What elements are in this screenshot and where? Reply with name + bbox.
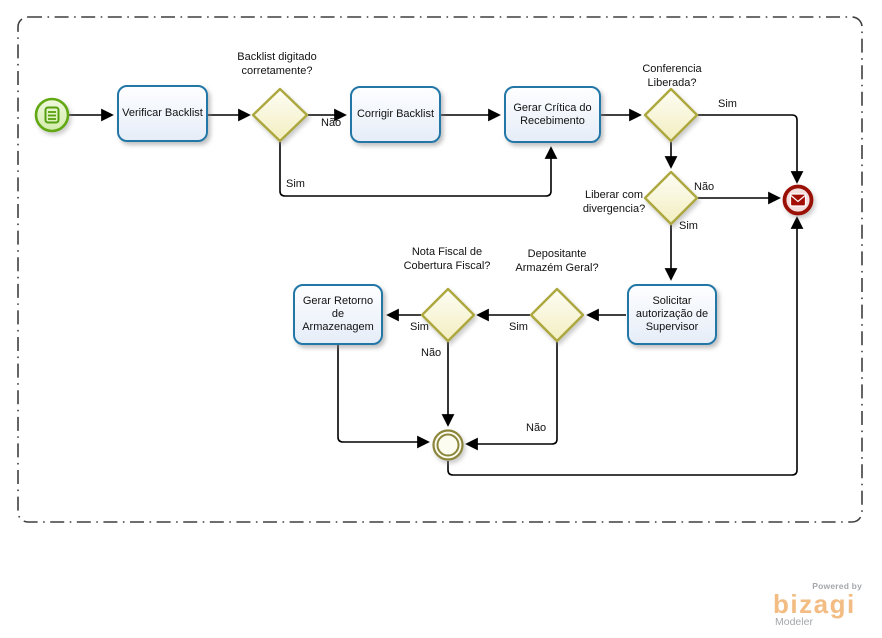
gateway-conferencia-liberada[interactable]	[643, 87, 699, 143]
flow-label-liberar-sim: Sim	[679, 220, 698, 232]
flow-label-depositante-nao: Não	[526, 422, 547, 434]
flow-label-nota-sim: Sim	[410, 321, 429, 333]
flow-label-backlist-nao: Não	[321, 117, 342, 129]
task-corrigir-backlist[interactable]: Corrigir Backlist	[350, 86, 441, 143]
gateway-depositante-armazem[interactable]	[529, 287, 585, 343]
start-event[interactable]	[34, 97, 70, 133]
flow-label-depositante-sim: Sim	[509, 321, 528, 333]
gateway-nota-fiscal[interactable]	[420, 287, 476, 343]
flow-depositante-nao-to-intermediate[interactable]	[465, 342, 558, 451]
task-label: Solicitar autorização de Supervisor	[635, 295, 709, 333]
bizagi-watermark: Powered by bizagi Modeler	[773, 581, 869, 628]
powered-by-text: Powered by	[812, 581, 862, 591]
flow-gerar-retorno-to-intermediate[interactable]	[337, 345, 430, 449]
intermediate-inner-ring	[436, 433, 460, 457]
flow-label-liberar-nao: Não	[694, 181, 715, 193]
gateway-liberar-divergencia[interactable]	[643, 170, 699, 226]
task-label: Corrigir Backlist	[356, 108, 434, 120]
task-gerar-retorno[interactable]: Gerar Retorno de Armazenagem	[293, 284, 383, 345]
gateway-label-depositante-armazem: Depositante Armazém Geral?	[515, 248, 599, 274]
gateway-label-liberar-divergencia: Liberar com divergencia?	[582, 189, 646, 215]
flow-backlist-sim-to-gerar-critica[interactable]	[279, 142, 558, 197]
task-solicitar-autorizacao[interactable]: Solicitar autorização de Supervisor	[627, 284, 717, 345]
pool-border	[17, 16, 863, 523]
gateway-label-conferencia-liberada: Conferencia Liberada?	[642, 63, 702, 89]
document-icon	[44, 106, 60, 124]
task-gerar-critica[interactable]: Gerar Crítica do Recebimento	[504, 86, 601, 143]
flow-label-conferencia-sim: Sim	[718, 98, 737, 110]
flow-intermediate-to-end[interactable]	[447, 216, 804, 476]
bizagi-logo: bizagi	[773, 589, 856, 619]
task-label: Verificar Backlist	[122, 107, 203, 119]
end-event[interactable]	[782, 184, 814, 216]
gateway-label-backlist-digitado: Backlist digitado corretamente?	[237, 51, 317, 77]
flow-conferencia-sim-to-end[interactable]	[698, 114, 804, 184]
task-label: Gerar Crítica do Recebimento	[513, 101, 592, 127]
flow-label-nota-nao: Não	[421, 347, 442, 359]
flow-label-backlist-sim: Sim	[286, 178, 305, 190]
gateway-backlist-digitado[interactable]	[251, 87, 309, 143]
task-label: Gerar Retorno de Armazenagem	[302, 295, 374, 333]
gateway-label-nota-fiscal: Nota Fiscal de Cobertura Fiscal?	[403, 246, 491, 272]
intermediate-event[interactable]	[432, 429, 464, 461]
envelope-icon	[789, 193, 807, 207]
task-verificar-backlist[interactable]: Verificar Backlist	[117, 85, 208, 142]
bizagi-product-text: Modeler	[775, 616, 813, 628]
